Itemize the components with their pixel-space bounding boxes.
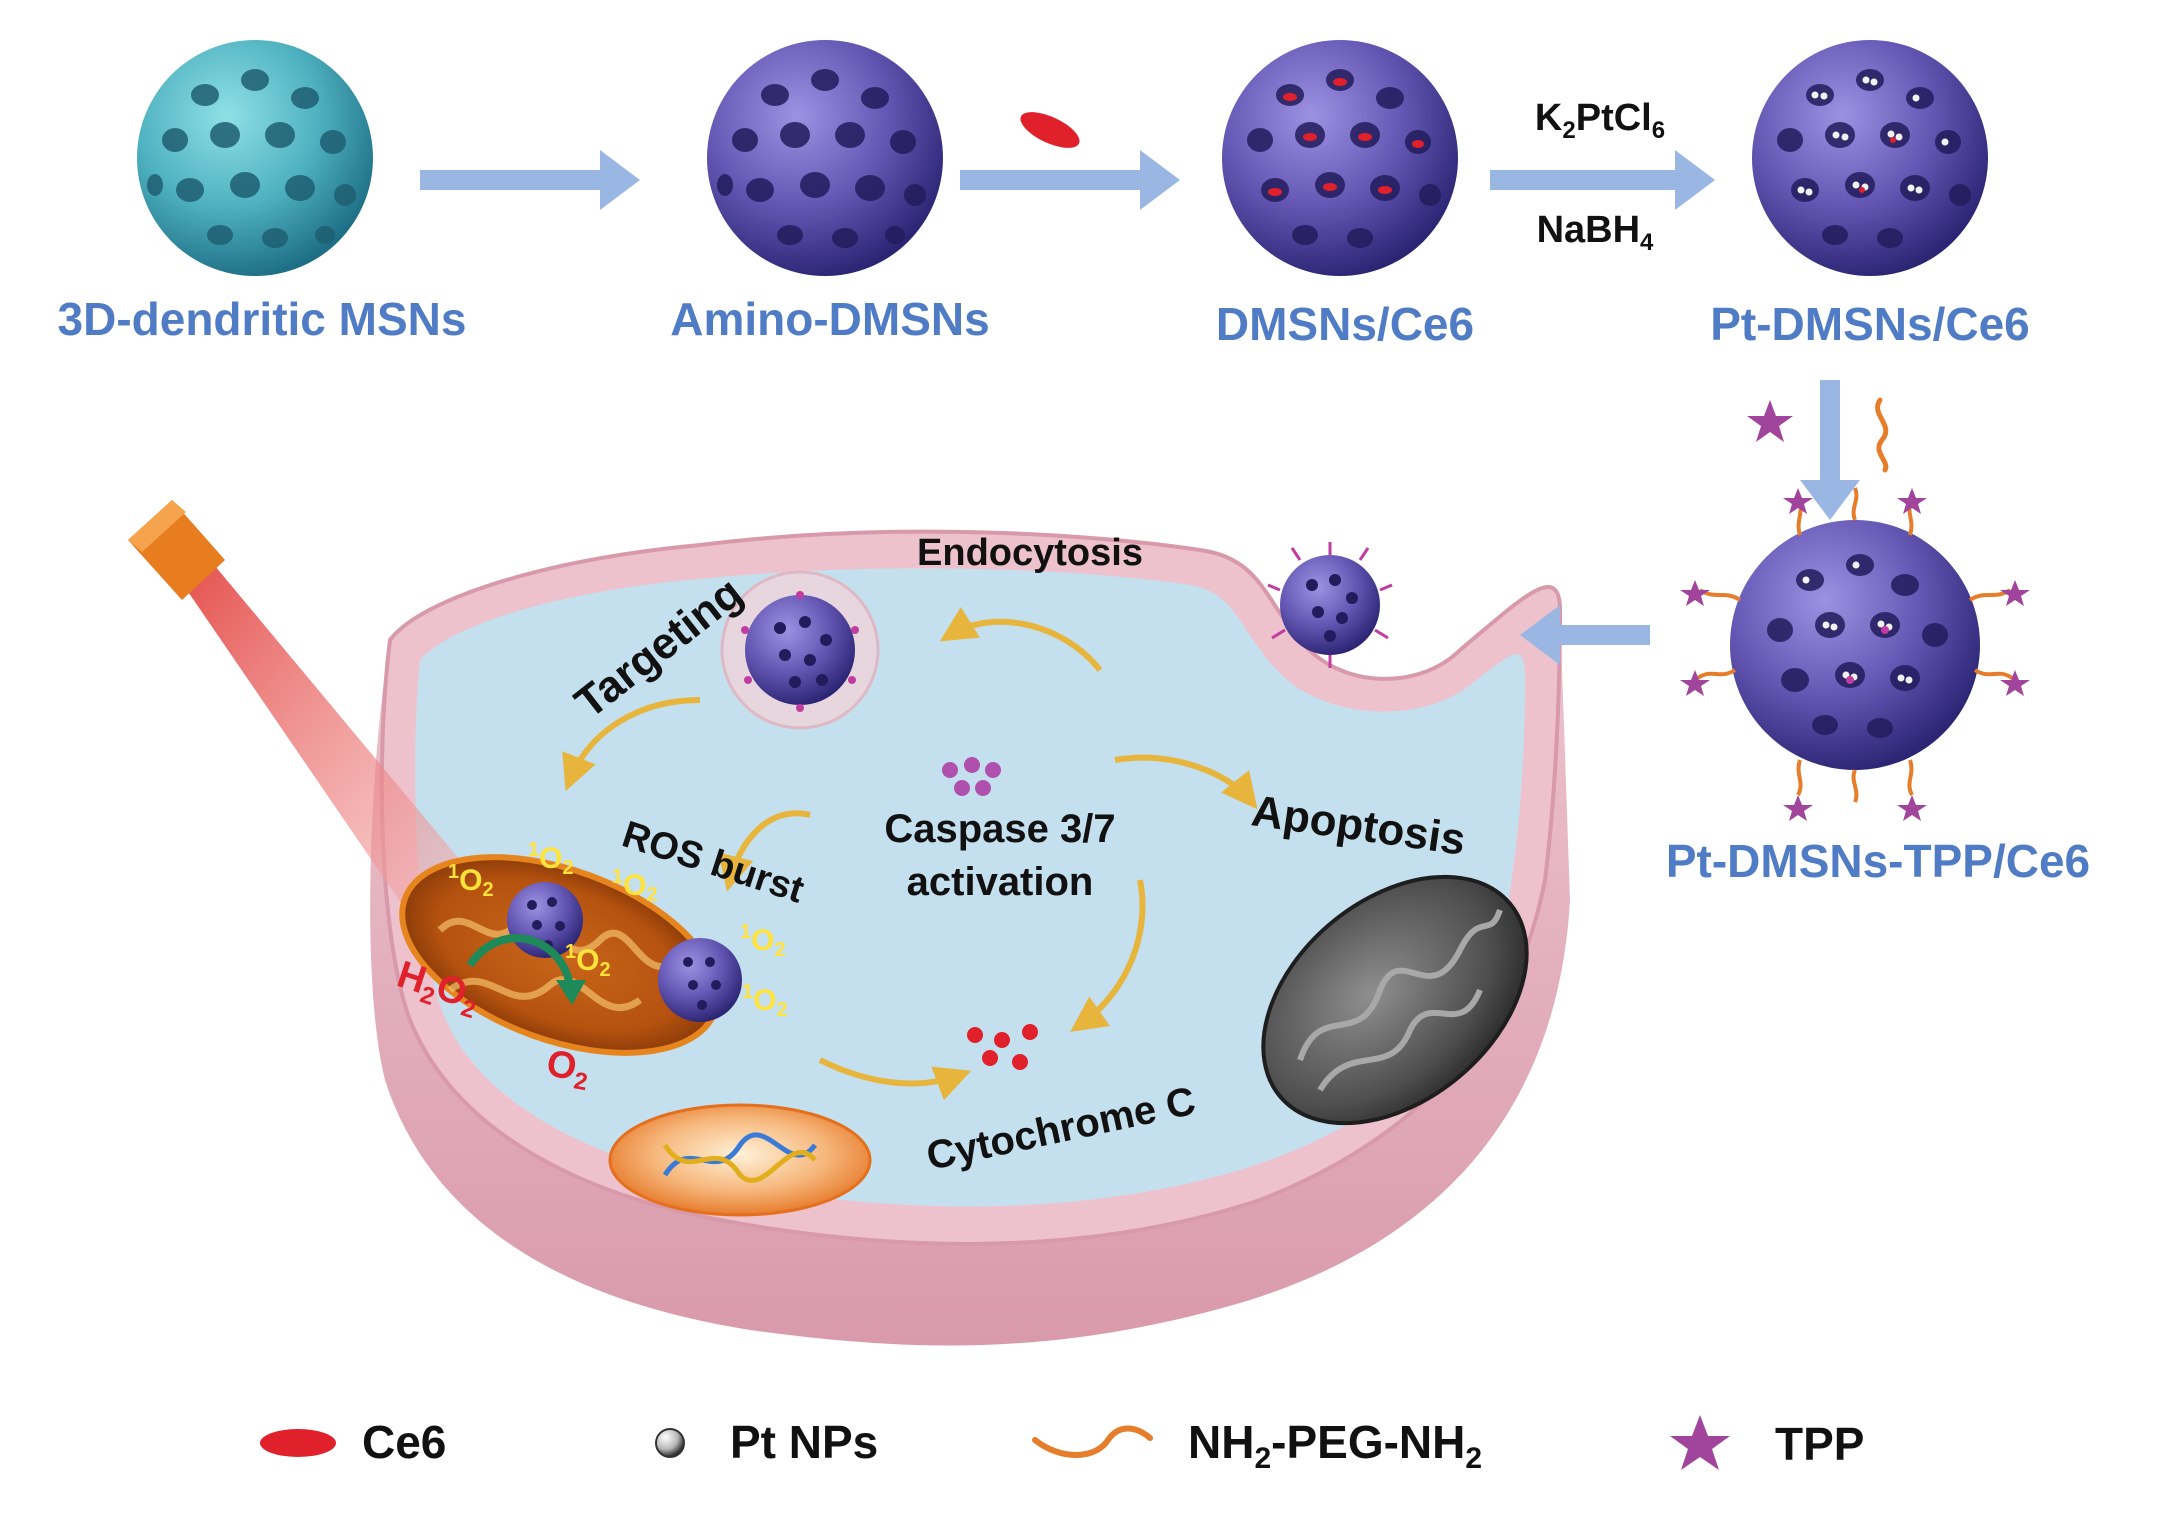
caspase-dots — [942, 757, 1001, 796]
arrow-down — [1800, 380, 1860, 520]
ce6-loaded-sphere — [1222, 40, 1458, 276]
singlet-o2-4: 1O2 — [565, 941, 611, 981]
singlet-oxygen-group: 1O2 1O2 1O2 1O2 1O2 1O2 — [448, 839, 788, 1021]
o2-label: O2 — [543, 1043, 593, 1097]
singlet-o2-1: 1O2 — [448, 861, 494, 901]
legend-pt-icon — [655, 1428, 685, 1458]
peg-chain-icon — [1875, 397, 1889, 473]
label-caspase: Caspase 3/7 — [884, 807, 1115, 851]
catalysis-arrow — [466, 934, 574, 986]
nucleus — [608, 1103, 872, 1217]
singlet-o2-5: 1O2 — [740, 921, 786, 961]
laser-beam — [180, 560, 510, 960]
amino-sphere — [707, 40, 943, 276]
tpp-star-icon — [1747, 400, 1793, 442]
incoming-nanoparticle — [1267, 542, 1393, 668]
pt-loaded-sphere — [1752, 40, 1988, 276]
pathway-arrows — [562, 607, 1258, 1101]
cancer-cell: 1O2 1O2 1O2 1O2 1O2 1O2 H2O2 O2 — [128, 500, 1570, 1346]
tpp-functionalized-sphere — [1680, 487, 2030, 821]
cytoplasm — [415, 568, 1525, 1207]
label-activation: activation — [907, 860, 1094, 904]
label-pt-dmsns-tpp-ce6: Pt-DMSNs-TPP/Ce6 — [1666, 835, 2090, 887]
legend-pt-label: Pt NPs — [730, 1416, 878, 1468]
legend-ce6-label: Ce6 — [362, 1416, 446, 1468]
legend-tpp-icon — [1670, 1415, 1730, 1470]
damaged-mitochondrion — [1261, 874, 1529, 1126]
label-dmsns-ce6: DMSNs/Ce6 — [1216, 298, 1474, 350]
arrow-3 — [1490, 150, 1715, 210]
label-pt-dmsns-ce6: Pt-DMSNs/Ce6 — [1710, 298, 2030, 350]
reagent-k2ptcl6: K2PtCl6 — [1535, 97, 1665, 144]
arrow-1 — [420, 150, 640, 210]
legend: Ce6 Pt NPs NH2-PEG-NH2 TPP — [260, 1415, 1864, 1475]
label-endocytosis: Endocytosis — [917, 532, 1143, 574]
ce6-icon — [1020, 112, 1080, 148]
singlet-o2-3: 1O2 — [612, 866, 658, 906]
legend-ce6-icon — [260, 1429, 336, 1457]
legend-peg-icon — [1032, 1425, 1153, 1458]
reagent-nabh4: NaBH4 — [1537, 209, 1654, 256]
singlet-o2-2: 1O2 — [528, 839, 574, 879]
synthesis-row: K2PtCl6 NaBH4 — [58, 40, 2030, 350]
arrow-2 — [960, 150, 1180, 210]
legend-tpp-label: TPP — [1775, 1418, 1864, 1470]
label-3d-dendritic-msns: 3D-dendritic MSNs — [58, 293, 467, 345]
laser-source-icon — [128, 500, 225, 600]
dmsn-sphere-teal — [137, 40, 373, 276]
catalysis-arrowhead — [556, 980, 586, 1005]
cytochrome-dots — [967, 1024, 1038, 1070]
tpp-peg-step — [1747, 380, 1889, 520]
arrow-into-cell — [1520, 605, 1650, 665]
label-amino-dmsns: Amino-DMSNs — [670, 293, 989, 345]
singlet-o2-6: 1O2 — [742, 981, 788, 1021]
legend-peg-label: NH2-PEG-NH2 — [1188, 1416, 1482, 1475]
endosome-nanoparticle — [720, 570, 880, 730]
